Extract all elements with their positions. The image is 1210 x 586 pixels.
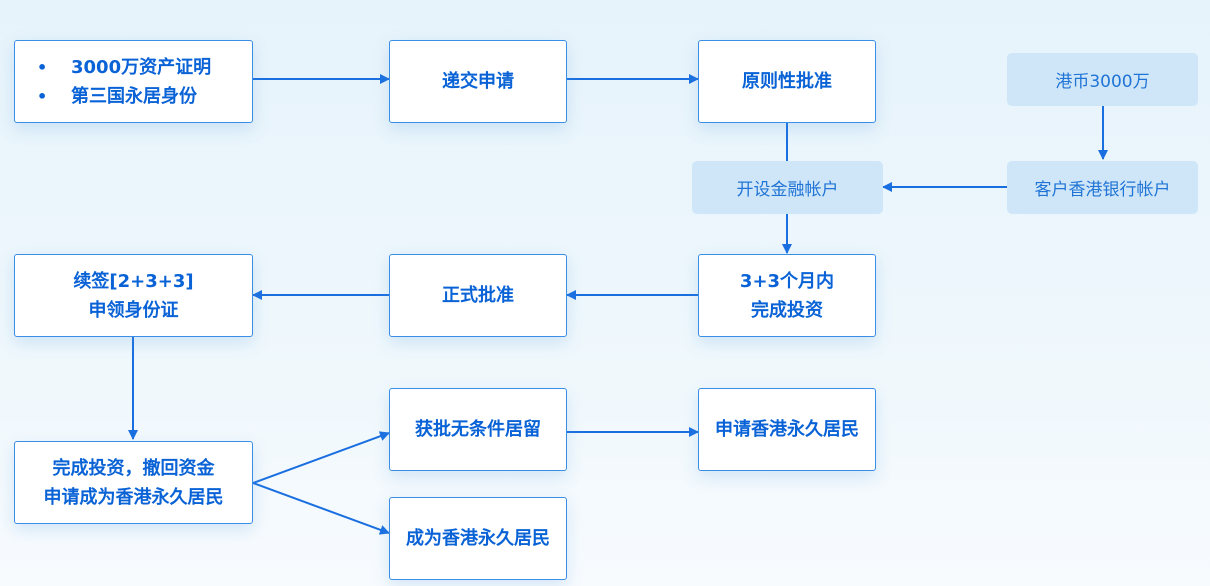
node-invest-line2: 完成投资 bbox=[751, 299, 823, 321]
node-complete-line1: 完成投资，撤回资金 bbox=[52, 457, 215, 479]
node-unconditional: 获批无条件居留 bbox=[389, 388, 567, 471]
node-hkd: 港币3000万 bbox=[1007, 53, 1198, 106]
node-formal-approval: 正式批准 bbox=[389, 254, 567, 337]
bullet-icon: • bbox=[37, 57, 48, 77]
node-apply-pr-label: 申请香港永久居民 bbox=[715, 419, 859, 440]
node-apply-pr: 申请香港永久居民 bbox=[698, 388, 876, 471]
requirement-asset-proof: 3000万资产证明 bbox=[71, 56, 212, 78]
node-renew-line2: 申领身份证 bbox=[88, 299, 179, 321]
node-invest: 3+3个月内 完成投资 bbox=[698, 254, 876, 337]
node-financial-account: 开设金融帐户 bbox=[692, 161, 883, 214]
node-requirements: • 3000万资产证明 • 第三国永居身份 bbox=[14, 40, 253, 123]
requirement-residency: 第三国永居身份 bbox=[71, 85, 197, 107]
node-unconditional-label: 获批无条件居留 bbox=[415, 419, 541, 440]
node-bank-account: 客户香港银行帐户 bbox=[1007, 161, 1198, 214]
node-become-pr-label: 成为香港永久居民 bbox=[406, 528, 550, 549]
node-invest-line1: 3+3个月内 bbox=[739, 270, 835, 292]
node-hkd-label: 港币3000万 bbox=[1055, 72, 1150, 92]
arrow-complete-to-become-pr bbox=[252, 482, 390, 535]
node-submit: 递交申请 bbox=[389, 40, 567, 123]
node-submit-label: 递交申请 bbox=[442, 71, 514, 92]
node-approval-principle-label: 原则性批准 bbox=[742, 71, 832, 92]
node-bank-account-label: 客户香港银行帐户 bbox=[1034, 180, 1171, 200]
node-formal-approval-label: 正式批准 bbox=[442, 285, 514, 306]
node-complete-line2: 申请成为香港永久居民 bbox=[43, 486, 224, 508]
node-complete: 完成投资，撤回资金 申请成为香港永久居民 bbox=[14, 441, 253, 524]
arrow-complete-to-unconditional bbox=[252, 431, 390, 484]
bullet-icon: • bbox=[37, 86, 48, 106]
node-renew: 续签[2+3+3] 申领身份证 bbox=[14, 254, 253, 337]
node-approval-principle: 原则性批准 bbox=[698, 40, 876, 123]
node-renew-line1: 续签[2+3+3] bbox=[73, 270, 194, 292]
node-financial-account-label: 开设金融帐户 bbox=[736, 180, 839, 200]
node-become-pr: 成为香港永久居民 bbox=[389, 497, 567, 580]
